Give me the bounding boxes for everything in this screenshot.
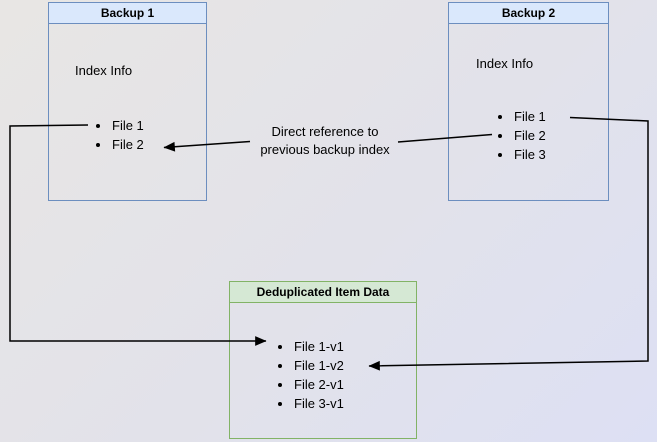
bullet-icon [278, 344, 282, 349]
file-label: File 1 [112, 118, 144, 133]
list-item: File 2 [96, 135, 144, 154]
list-item: File 1-v1 [278, 337, 344, 356]
backup2-title: Backup 2 [449, 3, 608, 24]
backup1-box: Backup 1 Index Info File 1 File 2 [48, 2, 207, 201]
file-label: File 2 [514, 128, 546, 143]
dedup-item-list: File 1-v1 File 1-v2 File 2-v1 File 3-v1 [278, 337, 344, 413]
list-item: File 2 [498, 126, 546, 145]
file-label: File 2-v1 [294, 377, 344, 392]
bullet-icon [96, 123, 100, 128]
backup2-index-info-label: Index Info [476, 56, 534, 71]
list-item: File 1 [498, 107, 546, 126]
file-label: File 1-v2 [294, 358, 344, 373]
bullet-icon [498, 114, 502, 119]
file-label: File 1 [514, 109, 546, 124]
file-label: File 3 [514, 147, 546, 162]
backup1-file-list: File 1 File 2 [96, 116, 144, 154]
backup1-index-info-label: Index Info [75, 63, 133, 78]
file-label: File 1-v1 [294, 339, 344, 354]
backup1-title: Backup 1 [49, 3, 206, 24]
edge-label-line1: Direct reference to [271, 124, 379, 139]
dedup-title: Deduplicated Item Data [230, 282, 416, 303]
bullet-icon [498, 152, 502, 157]
edge-label-line2: previous backup index [260, 142, 390, 157]
bullet-icon [96, 142, 100, 147]
list-item: File 2-v1 [278, 375, 344, 394]
file-label: File 2 [112, 137, 144, 152]
list-item: File 3-v1 [278, 394, 344, 413]
direct-reference-edge-label: Direct reference to previous backup inde… [260, 123, 389, 159]
bullet-icon [498, 133, 502, 138]
deduplicated-item-data-box: Deduplicated Item Data File 1-v1 File 1-… [229, 281, 417, 439]
backup2-file-list: File 1 File 2 File 3 [498, 107, 546, 164]
file-label: File 3-v1 [294, 396, 344, 411]
bullet-icon [278, 382, 282, 387]
bullet-icon [278, 401, 282, 406]
list-item: File 3 [498, 145, 546, 164]
list-item: File 1 [96, 116, 144, 135]
bullet-icon [278, 363, 282, 368]
list-item: File 1-v2 [278, 356, 344, 375]
backup2-box: Backup 2 Index Info File 1 File 2 File 3 [448, 2, 609, 201]
